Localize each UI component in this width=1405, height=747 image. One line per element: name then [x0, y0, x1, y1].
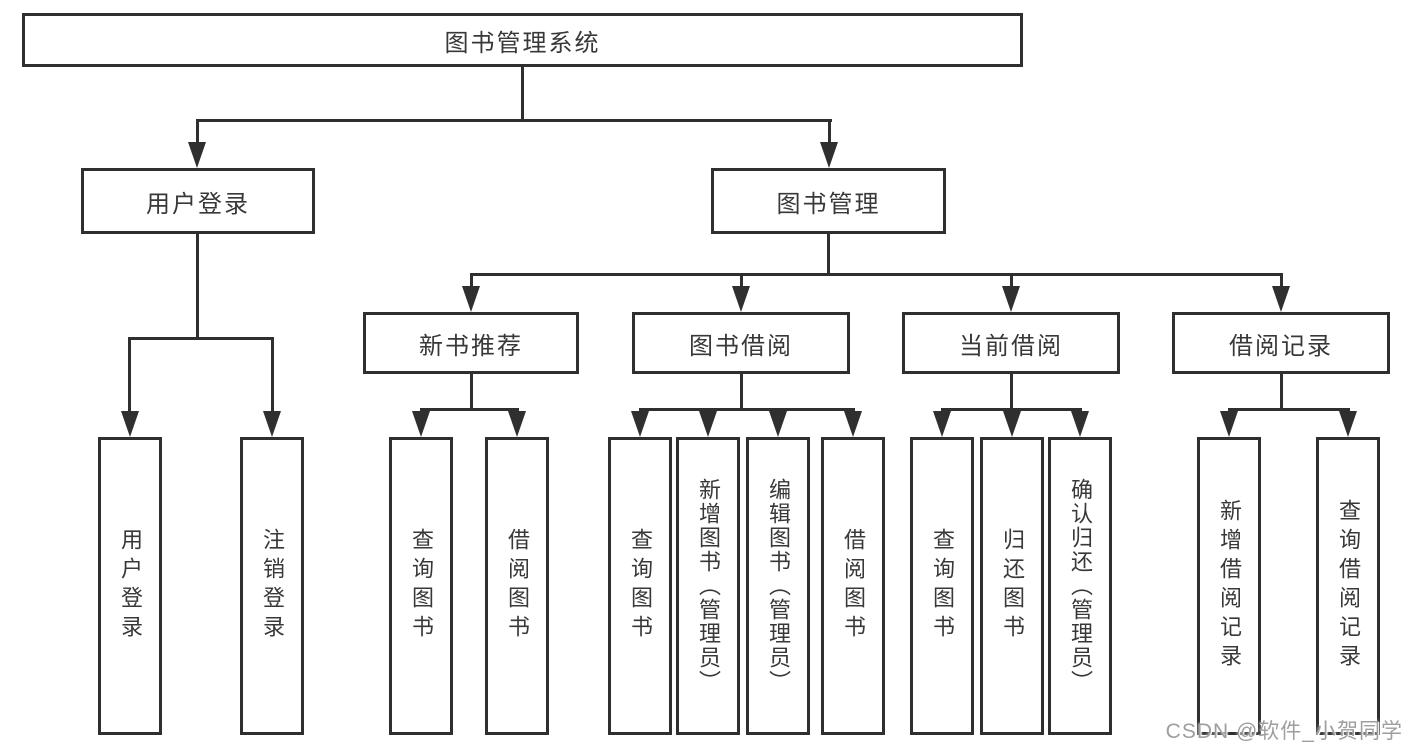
leaf-query-books: 查询图书	[389, 437, 453, 735]
connector	[1280, 374, 1283, 408]
arrowhead-icon	[699, 411, 717, 437]
leaf-borrow-books: 借阅图书	[821, 437, 885, 735]
node-label: 借阅图书	[505, 528, 530, 644]
connector	[740, 276, 743, 286]
node-new-book-recommend: 新书推荐	[363, 312, 579, 374]
node-book-management: 图书管理	[711, 168, 946, 234]
node-label: 新增图书（管理员）	[696, 478, 721, 694]
node-library-system: 图书管理系统	[22, 13, 1023, 67]
connector	[827, 234, 830, 273]
arrowhead-icon	[1002, 286, 1020, 312]
arrowhead-icon	[121, 411, 139, 437]
node-label: 查询图书	[409, 528, 434, 644]
node-label: 查询借阅记录	[1336, 499, 1361, 673]
node-label: 图书管理	[776, 190, 881, 218]
leaf-logout: 注销登录	[240, 437, 304, 735]
arrowhead-icon	[732, 286, 750, 312]
leaf-add-borrow-record: 新增借阅记录	[1197, 437, 1261, 735]
leaf-query-borrow-record: 查询借阅记录	[1316, 437, 1380, 735]
arrowhead-icon	[188, 142, 206, 168]
leaf-query-books: 查询图书	[910, 437, 974, 735]
leaf-edit-books-admin: 编辑图书（管理员）	[746, 437, 810, 735]
node-label: 借阅记录	[1229, 332, 1333, 360]
leaf-add-books-admin: 新增图书（管理员）	[676, 437, 740, 735]
connector	[941, 408, 1082, 411]
connector	[1010, 276, 1013, 286]
node-label: 图书管理系统	[444, 29, 601, 57]
connector	[1228, 408, 1350, 411]
connector	[470, 273, 1283, 276]
leaf-query-books: 查询图书	[608, 437, 672, 735]
node-label: 编辑图书（管理员）	[766, 478, 791, 694]
connector	[1280, 276, 1283, 286]
node-label: 查询图书	[628, 528, 653, 644]
node-book-borrowing: 图书借阅	[632, 312, 850, 374]
connector	[470, 374, 473, 408]
connector	[639, 408, 855, 411]
node-label: 确认归还（管理员）	[1068, 478, 1093, 694]
arrowhead-icon	[412, 411, 430, 437]
leaf-confirm-return-admin: 确认归还（管理员）	[1048, 437, 1112, 735]
arrowhead-icon	[933, 411, 951, 437]
connector	[196, 234, 199, 337]
node-label: 注销登录	[260, 528, 285, 644]
connector	[420, 408, 519, 411]
arrowhead-icon	[462, 286, 480, 312]
arrowhead-icon	[1339, 411, 1357, 437]
connector	[128, 340, 131, 411]
connector	[740, 374, 743, 408]
node-user-login: 用户登录	[81, 168, 315, 234]
arrowhead-icon	[844, 411, 862, 437]
arrowhead-icon	[769, 411, 787, 437]
connector	[521, 67, 524, 119]
arrowhead-icon	[1220, 411, 1238, 437]
node-label: 新书推荐	[419, 332, 523, 360]
leaf-return-books: 归还图书	[980, 437, 1044, 735]
connector	[1010, 374, 1013, 408]
arrowhead-icon	[1071, 411, 1089, 437]
node-label: 归还图书	[1000, 528, 1025, 644]
arrowhead-icon	[1272, 286, 1290, 312]
leaf-user-login: 用户登录	[98, 437, 162, 735]
connector	[196, 119, 832, 122]
connector	[470, 276, 473, 286]
arrowhead-icon	[1003, 411, 1021, 437]
connector	[828, 122, 831, 142]
node-label: 用户登录	[146, 190, 250, 218]
node-label: 当前借阅	[959, 332, 1063, 360]
node-label: 新增借阅记录	[1217, 499, 1242, 673]
node-label: 图书借阅	[689, 332, 793, 360]
csdn-watermark: CSDN @软件_小贺同学	[1165, 720, 1403, 743]
node-label: 查询图书	[930, 528, 955, 644]
arrowhead-icon	[508, 411, 526, 437]
arrowhead-icon	[263, 411, 281, 437]
node-borrowing-records: 借阅记录	[1172, 312, 1390, 374]
node-label: 借阅图书	[841, 528, 866, 644]
arrowhead-icon	[631, 411, 649, 437]
connector	[271, 340, 274, 411]
connector	[128, 337, 274, 340]
arrowhead-icon	[820, 142, 838, 168]
leaf-borrow-books: 借阅图书	[485, 437, 549, 735]
node-label: 用户登录	[118, 528, 143, 644]
connector	[196, 122, 199, 142]
node-current-borrowing: 当前借阅	[902, 312, 1120, 374]
